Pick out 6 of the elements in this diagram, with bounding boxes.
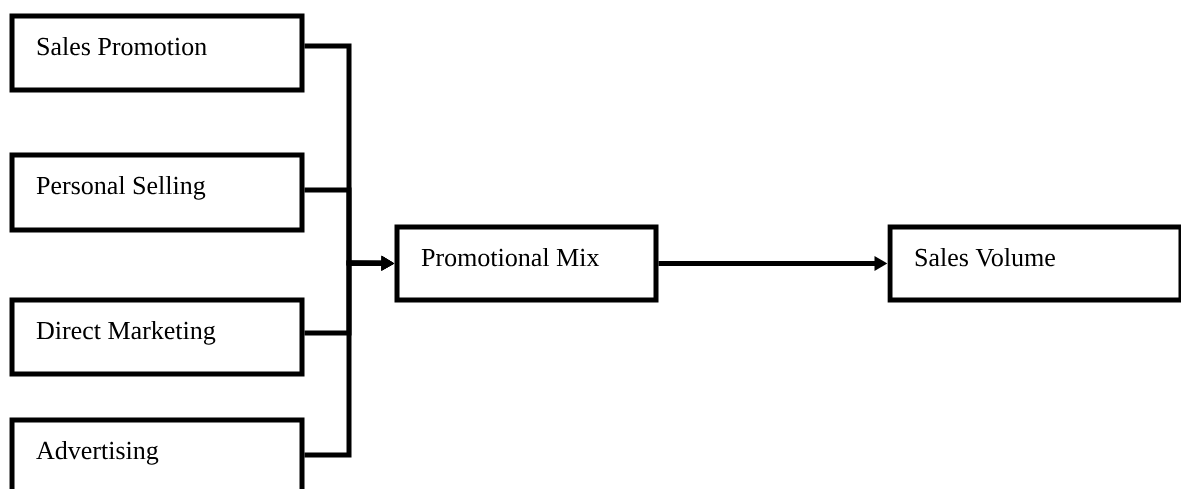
process-box: Advertising	[9, 417, 305, 489]
process-box: Promotional Mix	[394, 224, 659, 303]
process-box: Personal Selling	[9, 152, 305, 233]
process-box: Direct Marketing	[9, 297, 305, 377]
process-box: Sales Volume	[887, 224, 1181, 303]
process-box: Sales Promotion	[9, 13, 305, 93]
